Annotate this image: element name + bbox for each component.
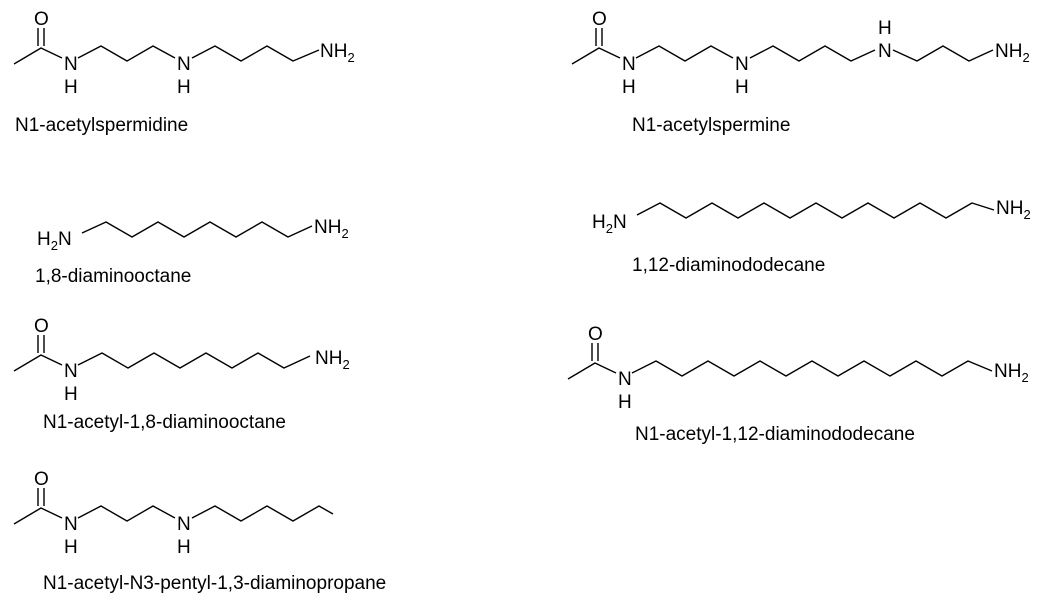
oxygen-atom: O xyxy=(34,9,49,30)
molecule-acetyl-diaminooctane: O N H NH2 N1-acetyl-1,8-diaminooctane xyxy=(13,316,350,433)
amine-group: H2N xyxy=(37,229,72,253)
molecule-acetyl-pentyl-diaminopropane: O N H N H N1-acetyl-N3-pentyl-1,3-diamin… xyxy=(13,469,386,594)
molecule-acetyl-diaminododecane: O N H NH2 N1-acetyl-1,12-diaminododecane xyxy=(567,324,1029,445)
amine-group: NH2 xyxy=(996,198,1031,222)
molecule-name: 1,12-diaminododecane xyxy=(632,255,825,276)
oxygen-atom: O xyxy=(34,469,49,490)
chain-bonds xyxy=(77,505,176,522)
nitrogen-atom: N xyxy=(735,54,749,75)
hydrogen-atom: H xyxy=(177,537,191,558)
chain-bonds xyxy=(631,360,993,377)
skeleton-bonds xyxy=(13,354,63,372)
skeleton-bonds xyxy=(13,507,63,525)
amine-group: NH2 xyxy=(315,348,350,372)
hydrogen-atom: H xyxy=(64,537,78,558)
hydrogen-atom: H xyxy=(64,384,78,405)
nitrogen-atom: N xyxy=(177,54,191,75)
oxygen-atom: O xyxy=(592,9,607,30)
molecule-name: 1,8-diaminooctane xyxy=(35,266,191,287)
skeleton-bonds xyxy=(567,362,617,380)
molecule-name: N1-acetylspermidine xyxy=(15,115,188,136)
chain-bonds xyxy=(191,505,334,522)
oxygen-atom: O xyxy=(588,324,603,345)
nitrogen-atom: N xyxy=(622,54,636,75)
hydrogen-atom: H xyxy=(177,77,191,98)
chain-bonds xyxy=(81,221,313,238)
hydrogen-atom: H xyxy=(618,392,632,413)
nitrogen-atom: N xyxy=(64,514,78,535)
molecule-acetylspermine: O N H N H H N NH2 N1-acetylspermine xyxy=(571,9,1030,136)
molecule-name: N1-acetyl-1,12-diaminododecane xyxy=(635,424,915,445)
chain-bonds xyxy=(749,45,876,62)
skeleton-bonds xyxy=(571,47,621,65)
hydrogen-atom: H xyxy=(735,77,749,98)
hydrogen-atom: H xyxy=(622,77,636,98)
molecule-diaminododecane: H2N NH2 1,12-diaminododecane xyxy=(592,198,1031,276)
amine-group: NH2 xyxy=(995,41,1030,65)
nitrogen-atom: N xyxy=(618,369,632,390)
molecule-diaminooctane: H2N NH2 1,8-diaminooctane xyxy=(35,217,349,287)
nitrogen-atom: N xyxy=(64,54,78,75)
chain-bonds xyxy=(892,45,994,62)
amine-group: NH2 xyxy=(994,361,1029,385)
molecule-acetylspermidine: O N H N H NH2 N1-acetylspermidine xyxy=(13,9,355,136)
chain-bonds xyxy=(191,45,320,62)
molecule-name: N1-acetyl-1,8-diaminooctane xyxy=(43,412,286,433)
skeleton-bonds xyxy=(13,47,63,65)
molecule-name: N1-acetylspermine xyxy=(632,115,790,136)
nitrogen-atom: N xyxy=(878,41,892,62)
chain-bonds xyxy=(77,45,176,62)
amine-group: H2N xyxy=(592,212,627,236)
nitrogen-atom: N xyxy=(177,514,191,535)
chain-bonds xyxy=(77,352,311,369)
amine-group: NH2 xyxy=(314,217,349,241)
molecule-name: N1-acetyl-N3-pentyl-1,3-diaminopropane xyxy=(43,573,386,594)
chain-bonds xyxy=(635,45,734,62)
oxygen-atom: O xyxy=(34,316,49,337)
hydrogen-atom: H xyxy=(878,18,892,39)
nitrogen-atom: N xyxy=(64,361,78,382)
chain-bonds xyxy=(636,202,995,219)
hydrogen-atom: H xyxy=(64,77,78,98)
amine-group: NH2 xyxy=(320,41,355,65)
